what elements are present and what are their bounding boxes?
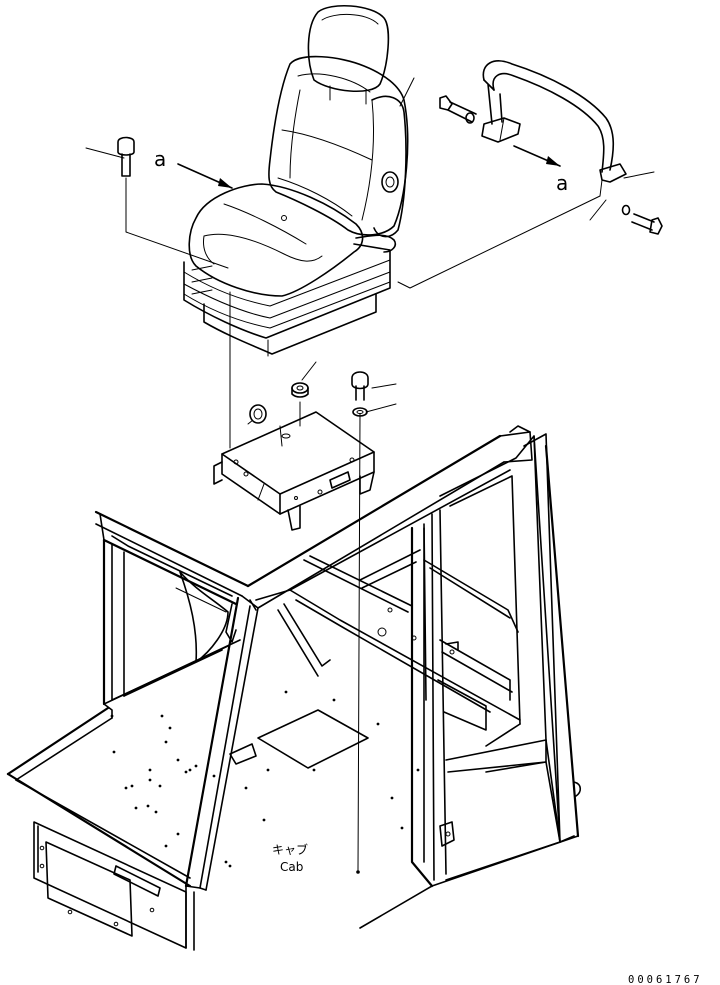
view-a-label-right: a (556, 171, 568, 195)
drawing-code: 00061767 (628, 974, 703, 985)
cab-label-english: Cab (280, 860, 303, 874)
grab-bar (481, 60, 627, 197)
operator-seat (183, 4, 409, 357)
bolt-right-grabbar (621, 204, 663, 235)
small-parts-dots (281, 433, 291, 439)
mount-bolt (351, 371, 369, 401)
cushion-bushing (249, 404, 267, 424)
floor-bolt-holes (110, 690, 420, 874)
cab-label-japanese: キャブ (272, 842, 308, 857)
seat-bracket (213, 411, 375, 531)
nut (291, 382, 309, 398)
view-a-label-left: a (154, 147, 166, 171)
arrow-a-right (513, 145, 561, 167)
bolt-left-grabbar (439, 95, 477, 124)
arrow-a-left (177, 163, 233, 189)
washer (352, 407, 368, 417)
cab-frame (6, 425, 582, 951)
seat-bolt (117, 136, 135, 177)
